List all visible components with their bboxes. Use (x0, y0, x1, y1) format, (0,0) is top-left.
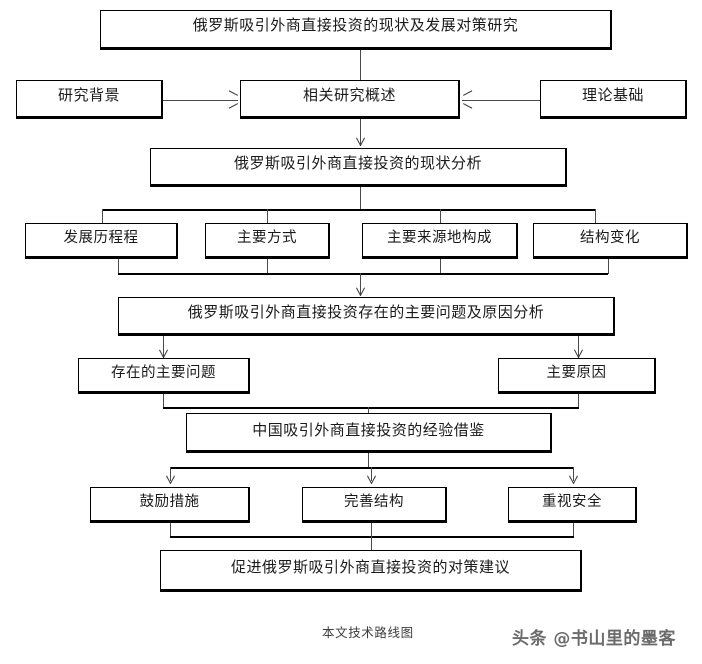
connector-security-to-bus (573, 523, 574, 537)
connector-main-problems-to-bus (163, 394, 164, 408)
node-china-experience[interactable]: 中国吸引外商直接投资的经验借鉴 (186, 413, 552, 453)
node-title-label: 俄罗斯吸引外商直接投资的现状及发展对策研究 (192, 18, 519, 34)
arrowhead-problems-left-branch (159, 350, 168, 358)
node-problems-and-causes-label: 俄罗斯吸引外商直接投资存在的主要问题及原因分析 (187, 305, 545, 321)
arrowhead-background-to-overview (228, 95, 236, 104)
bus-merge-to-china (163, 407, 579, 409)
node-research-background[interactable]: 研究背景 (16, 80, 163, 119)
node-theory-basis[interactable]: 理论基础 (540, 80, 687, 119)
arrowhead-theory-to-overview (463, 95, 471, 104)
node-value-security-label: 重视安全 (542, 494, 602, 510)
connector-china-to-bus (368, 453, 369, 468)
connector-improve-to-bus (371, 523, 372, 537)
connector-status-to-bus (360, 187, 361, 210)
connector-bus-to-improve (371, 467, 372, 481)
connector-bus-to-structure (595, 209, 596, 223)
node-status-analysis[interactable]: 俄罗斯吸引外商直接投资的现状分析 (150, 148, 567, 187)
arrowhead-bus-to-security (569, 476, 578, 484)
connector-problems-right-branch (578, 336, 579, 358)
node-encourage-measures-label: 鼓励措施 (139, 494, 200, 510)
figure-caption: 本文技术路线图 (322, 626, 414, 640)
connector-bus-to-china (368, 407, 369, 413)
node-encourage-measures[interactable]: 鼓励措施 (90, 487, 250, 523)
node-main-problems-label: 存在的主要问题 (111, 365, 216, 381)
node-main-methods-label: 主要方式 (237, 230, 297, 246)
connector-encourage-to-bus (170, 523, 171, 537)
connector-bus-to-security (573, 467, 574, 481)
arrowhead-bus-to-encourage (166, 476, 175, 484)
connector-theory-to-overview (462, 100, 540, 101)
arrowhead-bus-to-problems (356, 288, 365, 296)
bus-merge-to-problems (118, 273, 608, 275)
connector-background-to-overview (163, 100, 238, 101)
node-main-causes[interactable]: 主要原因 (498, 358, 656, 394)
node-problems-and-causes[interactable]: 俄罗斯吸引外商直接投资存在的主要问题及原因分析 (118, 297, 615, 336)
bus-china-children (170, 467, 574, 469)
node-improve-structure-label: 完善结构 (344, 494, 404, 510)
node-improve-structure[interactable]: 完善结构 (302, 487, 447, 523)
connector-bus-to-sources (440, 209, 441, 223)
connector-problems-left-branch (163, 336, 164, 358)
connector-history-to-bus (118, 259, 119, 274)
bus-merge-to-suggestions (170, 536, 574, 538)
node-structure-change[interactable]: 结构变化 (533, 223, 688, 259)
arrowhead-bus-to-improve (367, 476, 376, 484)
connector-bus-to-suggestions (371, 536, 372, 551)
bus-status-children (102, 209, 596, 211)
node-theory-basis-label: 理论基础 (581, 88, 644, 104)
node-related-overview-label: 相关研究概述 (302, 88, 396, 104)
connector-sources-to-bus (440, 259, 441, 274)
node-policy-suggestions[interactable]: 促进俄罗斯吸引外商直接投资的对策建议 (160, 550, 582, 592)
watermark-text: 头条 @书山里的墨客 (512, 629, 676, 649)
node-main-problems[interactable]: 存在的主要问题 (78, 358, 250, 394)
connector-bus-to-problems (360, 273, 361, 295)
node-status-analysis-label: 俄罗斯吸引外商直接投资的现状分析 (233, 156, 482, 172)
connector-bus-to-encourage (170, 467, 171, 481)
node-main-causes-label: 主要原因 (546, 365, 607, 381)
node-main-sources[interactable]: 主要来源地构成 (362, 223, 518, 259)
arrowhead-overview-to-status (356, 138, 365, 146)
node-main-methods[interactable]: 主要方式 (205, 223, 330, 259)
node-development-history-label: 发展历程程 (63, 230, 139, 246)
node-research-background-label: 研究背景 (57, 88, 120, 104)
node-china-experience-label: 中国吸引外商直接投资的经验借鉴 (252, 423, 485, 439)
node-related-overview[interactable]: 相关研究概述 (240, 80, 460, 119)
node-value-security[interactable]: 重视安全 (508, 487, 637, 523)
node-policy-suggestions-label: 促进俄罗斯吸引外商直接投资的对策建议 (230, 560, 510, 576)
node-main-sources-label: 主要来源地构成 (387, 230, 492, 246)
connector-bus-to-history (102, 209, 103, 223)
connector-methods-to-bus (267, 259, 268, 274)
node-structure-change-label: 结构变化 (580, 230, 640, 246)
arrowhead-problems-right-branch (574, 350, 583, 358)
connector-overview-to-status (360, 119, 361, 146)
connector-main-causes-to-bus (578, 394, 579, 408)
node-title[interactable]: 俄罗斯吸引外商直接投资的现状及发展对策研究 (100, 10, 612, 50)
connector-bus-to-methods (267, 209, 268, 223)
connector-title-to-overview (360, 50, 361, 80)
node-development-history[interactable]: 发展历程程 (25, 223, 178, 259)
connector-structure-to-bus (608, 259, 609, 274)
